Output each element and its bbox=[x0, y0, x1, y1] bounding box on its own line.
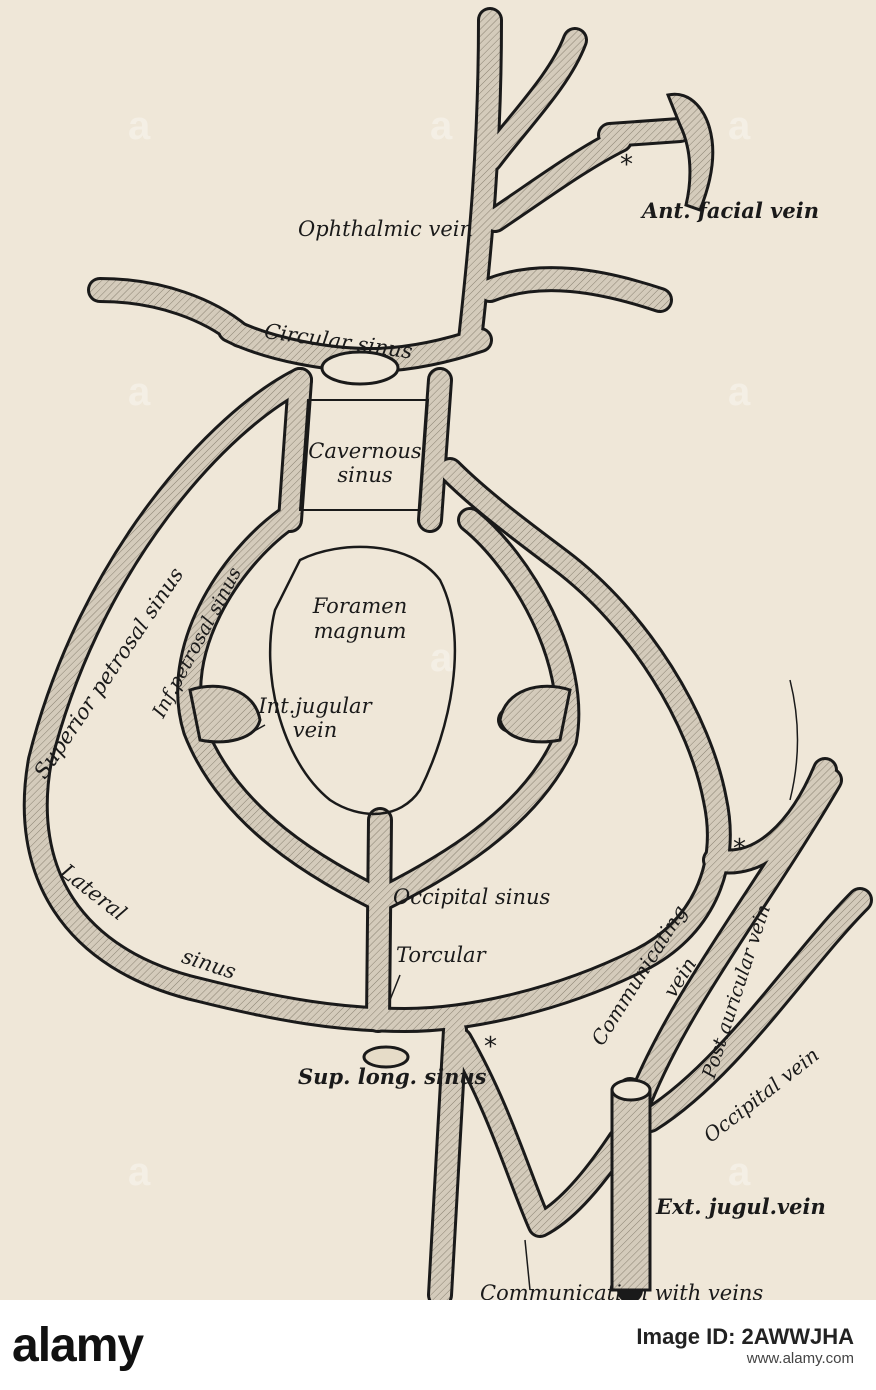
right-int-jugular-bulb bbox=[498, 684, 572, 744]
watermark-glyph: a bbox=[128, 1150, 151, 1194]
cavernous-right-fill bbox=[420, 370, 450, 530]
ophthalmic-branch-a-fill bbox=[480, 30, 585, 170]
lateral-sinus-fill bbox=[25, 370, 729, 1030]
anatomy-plate: Ophthalmic vein Ant. facial vein Circula… bbox=[22, 7, 873, 1300]
int-jugular-leader bbox=[246, 724, 266, 736]
watermark-glyph: a bbox=[728, 1150, 751, 1194]
watermark-glyph: a bbox=[430, 636, 453, 680]
communication-with-veins-label: Communication with veins bbox=[480, 1281, 764, 1300]
ophthalmic-vein-label: Ophthalmic vein bbox=[298, 217, 473, 241]
foramen-magnum-label-2: magnum bbox=[313, 619, 407, 643]
occipital-sinus-label: Occipital sinus bbox=[393, 885, 551, 909]
watermark-glyph: a bbox=[430, 104, 453, 148]
image-id-block: Image ID: 2AWWJHA www.alamy.com bbox=[636, 1324, 854, 1367]
sup-long-sinus-cut bbox=[362, 1045, 410, 1069]
ext-jugular-vessel bbox=[610, 1088, 652, 1292]
ophthalmic-branch-c-fill bbox=[480, 269, 670, 310]
ant-facial-vein-label: Ant. facial vein bbox=[642, 198, 819, 223]
left-emissary-fill bbox=[90, 280, 250, 345]
cavernous-sinus-label-2: sinus bbox=[337, 463, 393, 487]
watermark-glyph: a bbox=[728, 104, 751, 148]
venous-sinus-diagram bbox=[22, 7, 873, 1300]
right-margin-vessel bbox=[789, 679, 799, 801]
circular-sinus-opening bbox=[320, 350, 400, 386]
alamy-logo: alamy bbox=[12, 1319, 144, 1372]
ant-facial-vessel bbox=[665, 92, 715, 212]
post-auricular-fill bbox=[630, 770, 840, 1110]
int-jugular-label-2: vein bbox=[292, 718, 338, 742]
sup-long-sinus-label: Sup. long. sinus bbox=[298, 1064, 487, 1089]
ext-jugular-vein-label: Ext. jugul.vein bbox=[656, 1194, 826, 1219]
lower-emissary-left-fill bbox=[430, 1020, 465, 1300]
cavernous-box bbox=[298, 399, 430, 511]
ophthalmic-trunk-fill bbox=[460, 10, 500, 350]
foramen-magnum-label-1: Foramen bbox=[312, 594, 408, 618]
asterisk-marker-emissary: * bbox=[484, 1032, 497, 1062]
watermark-glyph: a bbox=[128, 104, 151, 148]
watermark-glyph: a bbox=[728, 370, 751, 414]
torcular-leader bbox=[389, 974, 401, 1001]
sinus-fills bbox=[25, 10, 870, 1300]
watermark-glyph: a bbox=[128, 370, 151, 414]
ophthalmic-facial-fill bbox=[600, 120, 690, 145]
cavernous-sinus-label-1: Cavernous bbox=[308, 439, 422, 463]
ophthalmic-branch-b-fill bbox=[485, 130, 630, 230]
stock-footer: alamy Image ID: 2AWWJHA www.alamy.com bbox=[0, 1300, 876, 1390]
lower-emissary-right-fill bbox=[450, 1030, 630, 1235]
int-jugular-label-1: Int.jugular bbox=[258, 694, 372, 718]
image-id-label: Image ID: 2AWWJHA bbox=[636, 1324, 854, 1349]
asterisk-marker-communicating: * bbox=[733, 834, 746, 864]
occipital-vein-fill bbox=[640, 890, 870, 1130]
asterisk-marker-facial: * bbox=[620, 150, 633, 180]
foramen-magnum-outline bbox=[268, 545, 457, 816]
ext-jugular-cut-end bbox=[610, 1078, 652, 1102]
cavernous-left-fill bbox=[280, 370, 310, 530]
left-int-jugular-bulb bbox=[188, 684, 262, 744]
torcular-label: Torcular bbox=[396, 943, 486, 967]
occipital-stem-fill bbox=[368, 810, 390, 1030]
leader-lines bbox=[246, 679, 799, 1291]
communication-leader bbox=[524, 1239, 531, 1291]
source-url: www.alamy.com bbox=[746, 1350, 854, 1367]
